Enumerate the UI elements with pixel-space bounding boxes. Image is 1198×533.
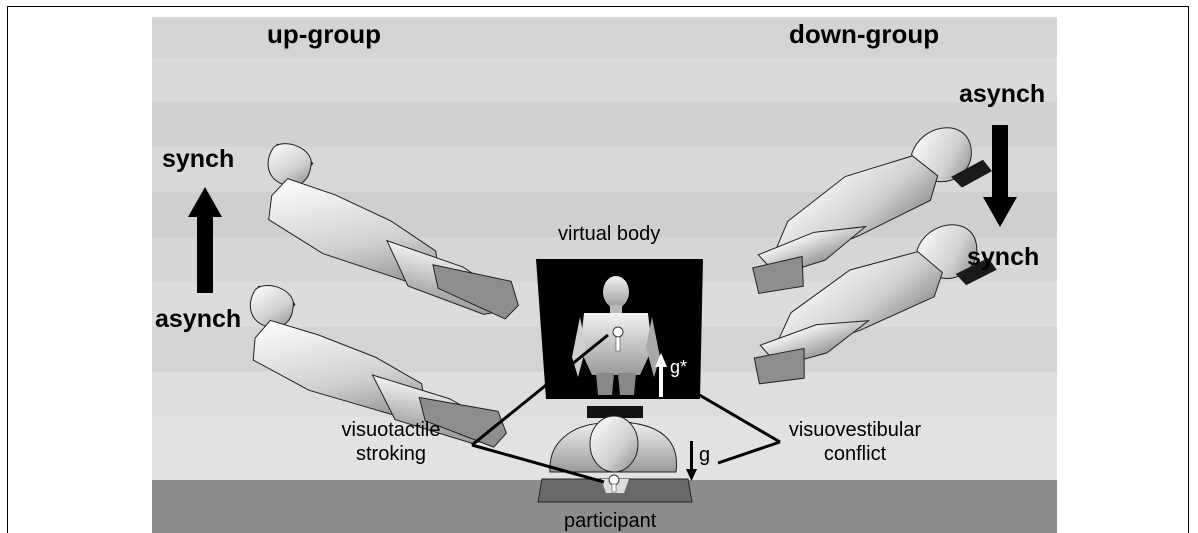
down-group-title: down-group: [789, 21, 939, 47]
participant-label: participant: [564, 509, 656, 533]
visuotactile-line2: stroking: [327, 442, 455, 466]
virtual-body-up-synch: [246, 140, 541, 321]
virtual-body-down-synch: [730, 214, 1009, 393]
arrow-down-icon: [983, 125, 1017, 227]
up-group-top-label: synch: [162, 147, 234, 172]
screen-title: virtual body: [558, 222, 660, 246]
scene: up-group down-group synch asynch asynch …: [152, 17, 1057, 533]
up-group-bottom-label: asynch: [155, 307, 241, 332]
down-group-top-label: asynch: [959, 82, 1045, 107]
visuovestibular-line1: visuovestibular: [780, 418, 930, 442]
virtual-gravity-label: g*: [670, 355, 687, 379]
real-gravity-label: g: [699, 443, 710, 467]
visuotactile-label: visuotactile stroking: [327, 418, 455, 466]
arrow-up-icon: [188, 187, 222, 293]
visuovestibular-line2: conflict: [780, 442, 930, 466]
gravity-arrow-icon: [686, 441, 697, 481]
visuotactile-line1: visuotactile: [327, 418, 455, 442]
down-group-bottom-label: synch: [967, 245, 1039, 270]
participant-figure: [538, 406, 692, 502]
visuovestibular-label: visuovestibular conflict: [780, 418, 930, 466]
up-group-title: up-group: [267, 21, 381, 47]
